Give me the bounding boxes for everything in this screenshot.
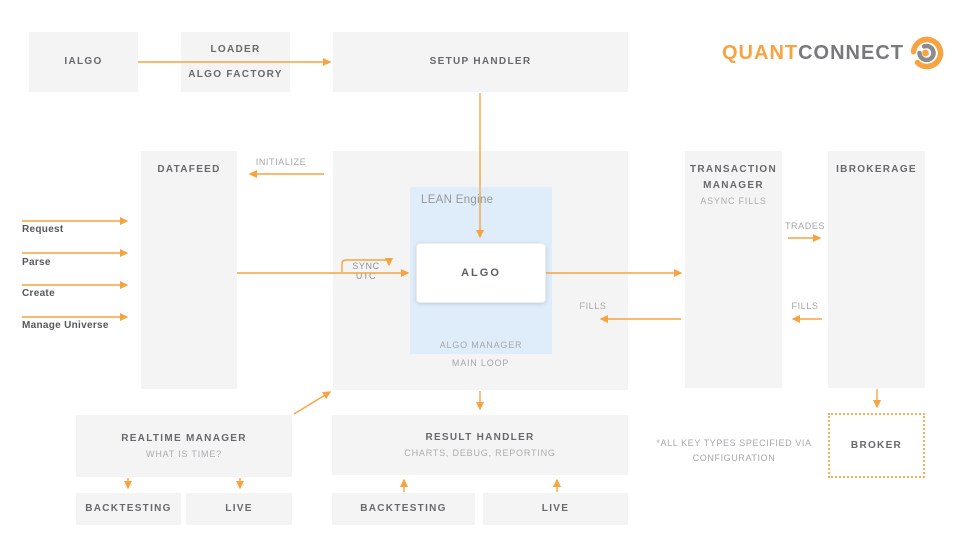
note-line-1: *ALL KEY TYPES SPECIFIED VIA bbox=[656, 438, 812, 448]
logo-text-quant: QUANT bbox=[722, 41, 799, 64]
box-backtesting-center: BACKTESTING bbox=[332, 493, 475, 525]
box-backtesting-left: BACKTESTING bbox=[76, 493, 181, 525]
main-loop-label: MAIN LOOP bbox=[451, 358, 510, 368]
live-left-label: LIVE bbox=[225, 503, 253, 515]
algo-manager-label: ALGO MANAGER bbox=[439, 340, 523, 350]
box-result-handler: RESULT HANDLER CHARTS, DEBUG, REPORTING bbox=[332, 415, 628, 475]
live-center-label: LIVE bbox=[541, 503, 570, 515]
broker-label: BROKER bbox=[850, 439, 903, 451]
backtesting-left-label: BACKTESTING bbox=[85, 503, 172, 515]
box-transaction-manager: TRANSACTION MANAGER ASYNC FILLS bbox=[685, 151, 782, 388]
box-datafeed: DATAFEED bbox=[141, 151, 237, 389]
logo-text-connect: CONNECT bbox=[798, 41, 904, 64]
box-setup-handler: SETUP HANDLER bbox=[333, 32, 628, 92]
fills-right-label: FILLS bbox=[791, 301, 819, 311]
quantconnect-swirl-icon bbox=[910, 36, 944, 70]
box-realtime-manager: REALTIME MANAGER WHAT IS TIME? bbox=[76, 415, 292, 477]
parse-label: Parse bbox=[22, 257, 51, 268]
box-algo: ALGO bbox=[416, 243, 546, 303]
request-label: Request bbox=[22, 224, 64, 235]
box-live-center: LIVE bbox=[483, 493, 628, 525]
charts-debug-reporting-subtitle: CHARTS, DEBUG, REPORTING bbox=[404, 448, 556, 459]
realtime-manager-title: REALTIME MANAGER bbox=[121, 432, 247, 444]
box-broker: BROKER bbox=[828, 413, 925, 478]
create-label: Create bbox=[22, 288, 55, 299]
backtesting-center-label: BACKTESTING bbox=[360, 503, 447, 515]
box-live-left: LIVE bbox=[186, 493, 292, 525]
box-ialgo: IALGO bbox=[29, 32, 138, 92]
transaction-manager-title: TRANSACTION MANAGER bbox=[689, 164, 778, 191]
algo-factory-label: ALGO FACTORY bbox=[188, 68, 283, 80]
box-ibrokerage: IBROKERAGE bbox=[828, 151, 925, 388]
fills-center-label: FILLS bbox=[579, 301, 607, 311]
lean-engine-label: LEAN Engine bbox=[421, 194, 494, 206]
what-is-time-subtitle: WHAT IS TIME? bbox=[146, 449, 222, 460]
note-line-2: CONFIGURATION bbox=[692, 453, 776, 464]
manage-universe-label: Manage Universe bbox=[22, 320, 109, 331]
setup-handler-label: SETUP HANDLER bbox=[429, 56, 532, 68]
configuration-note: *ALL KEY TYPES SPECIFIED VIA CONFIGURATI… bbox=[648, 436, 820, 467]
box-loader-algo-factory: LOADER ALGO FACTORY bbox=[181, 32, 290, 92]
ialgo-label: IALGO bbox=[64, 56, 103, 68]
algo-label: ALGO bbox=[461, 267, 501, 279]
trades-label: TRADES bbox=[784, 221, 826, 231]
datafeed-label: DATAFEED bbox=[157, 164, 221, 175]
loader-label: LOADER bbox=[210, 44, 261, 55]
initialize-label: INITIALIZE bbox=[255, 157, 307, 167]
result-handler-title: RESULT HANDLER bbox=[425, 431, 535, 443]
arrow-realtime-to-lean-engine bbox=[293, 391, 332, 415]
ibrokerage-label: IBROKERAGE bbox=[836, 164, 917, 175]
async-fills-subtitle: ASYNC FILLS bbox=[700, 196, 767, 206]
sync-utc-label: SYNC UTC bbox=[352, 261, 380, 281]
quantconnect-logo: QUANT CONNECT bbox=[722, 33, 947, 73]
